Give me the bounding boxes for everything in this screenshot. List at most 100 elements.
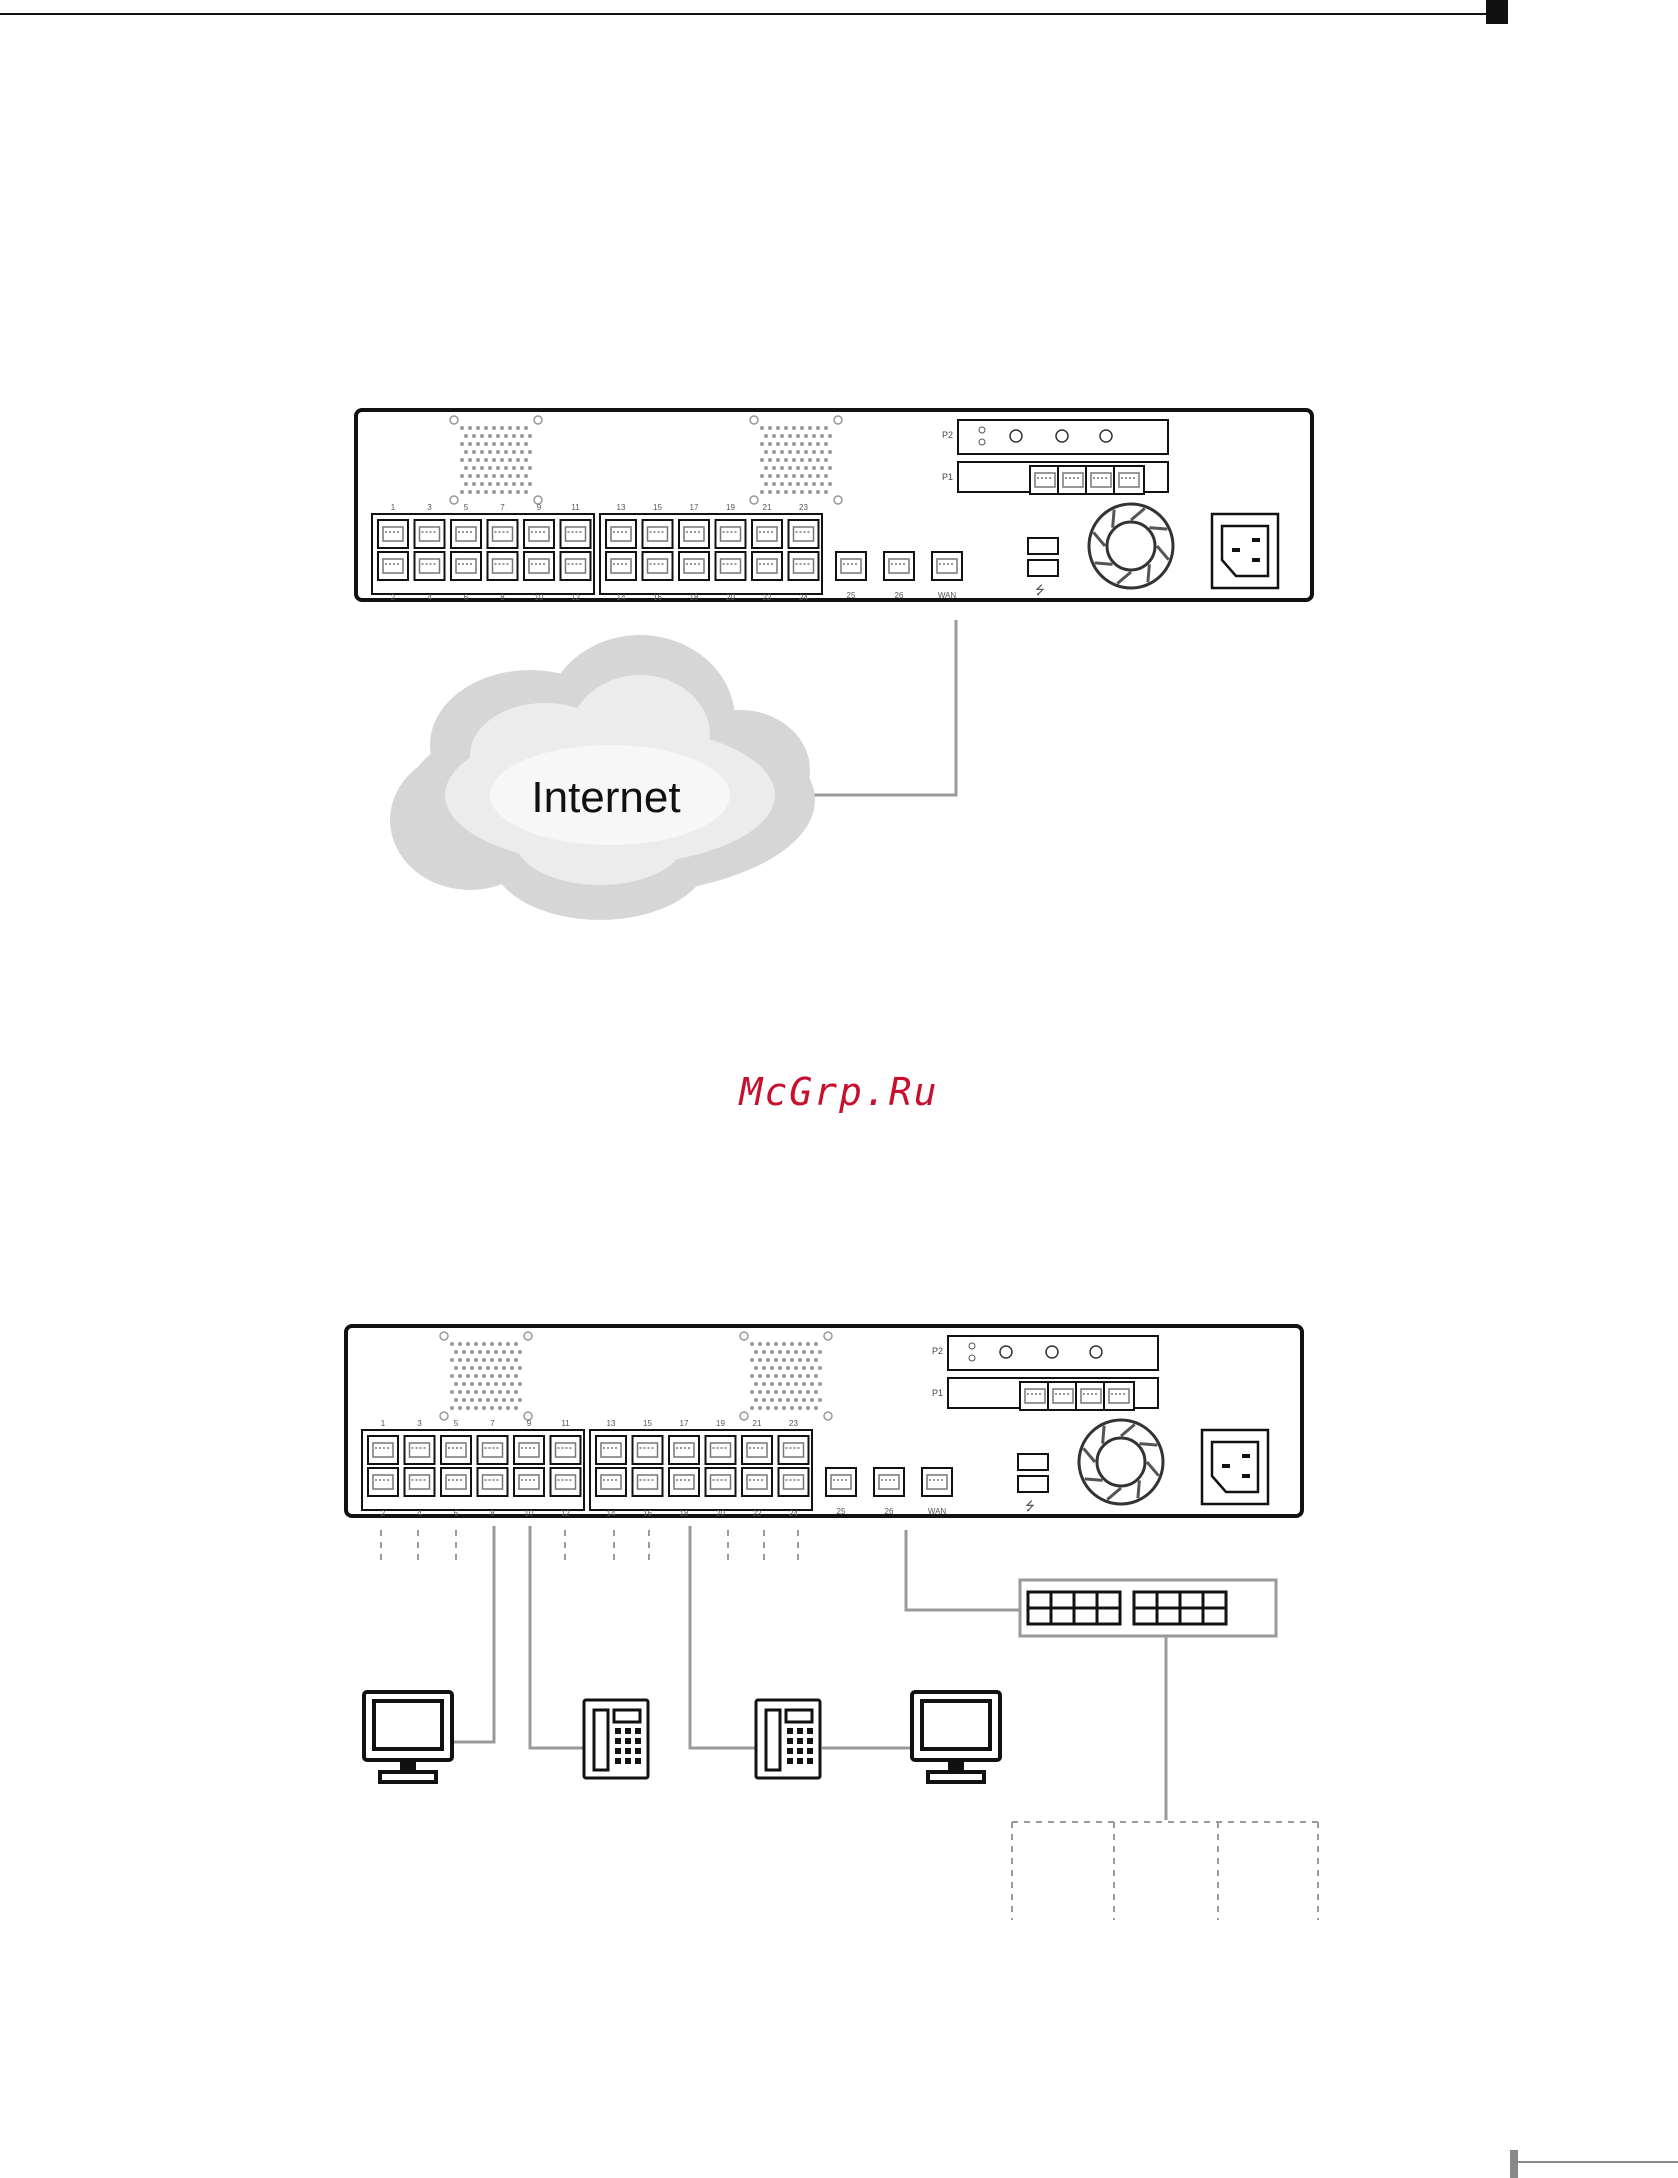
phone-icon: [756, 1700, 820, 1778]
usb-icon: ⭍: [1025, 1499, 1035, 1513]
port-number: 22: [753, 1509, 762, 1518]
rj45-port: [752, 520, 782, 548]
computer-icon: [364, 1692, 452, 1782]
port-number: WAN: [938, 591, 957, 600]
rj45-port: [551, 1436, 581, 1464]
rj45-port: [742, 1436, 772, 1464]
uplink-port: [884, 552, 914, 580]
power-inlet-icon: [1202, 1430, 1268, 1504]
rj45-port: [441, 1468, 471, 1496]
rj45-port: [415, 520, 445, 548]
port-number: 11: [571, 503, 580, 512]
port-number: 2: [391, 593, 396, 602]
rj45-port: [405, 1436, 435, 1464]
port-number: 5: [464, 503, 469, 512]
port-number: 19: [726, 503, 735, 512]
rj45-port: [596, 1436, 626, 1464]
rj45-port: [368, 1468, 398, 1496]
port-number: 21: [753, 1419, 762, 1428]
rj45-port: [706, 1468, 736, 1496]
device-rear-panel: P2P1123456789101112131415161718192021222…: [356, 410, 1312, 602]
card-label-p1: P1: [942, 472, 953, 482]
fan-icon: [1089, 504, 1173, 588]
rj45-port: [779, 1468, 809, 1496]
rj45-port: [742, 1468, 772, 1496]
computer-icon: [912, 1692, 1000, 1782]
port-number: 13: [617, 503, 626, 512]
port-number: 17: [680, 1419, 689, 1428]
watermark: McGrp.Ru: [0, 1070, 1678, 1114]
rj45-port: [415, 552, 445, 580]
port-number: 1: [381, 1419, 386, 1428]
rj45-port: [716, 552, 746, 580]
rj45-port: [633, 1436, 663, 1464]
port-number: 2: [381, 1509, 386, 1518]
rj45-port: [669, 1436, 699, 1464]
port-number: 25: [837, 1507, 846, 1516]
port-number: 8: [500, 593, 505, 602]
port-number: 19: [716, 1419, 725, 1428]
port-number: 22: [763, 593, 772, 602]
port-number: 9: [527, 1419, 532, 1428]
port-number: 15: [653, 503, 662, 512]
port-number: 18: [690, 593, 699, 602]
rj45-port: [514, 1436, 544, 1464]
switch-icon: [1020, 1580, 1276, 1636]
card-label-p2: P2: [942, 430, 953, 440]
device-rear-panel: P2P1123456789101112131415161718192021222…: [346, 1326, 1302, 1518]
card-port: [1104, 1382, 1134, 1410]
port-number: 23: [789, 1419, 798, 1428]
rj45-port: [643, 520, 673, 548]
rj45-port: [551, 1468, 581, 1496]
port-number: 6: [464, 593, 469, 602]
card-label-p1: P1: [932, 1388, 943, 1398]
usb-port: [1028, 538, 1058, 554]
rj45-port: [451, 520, 481, 548]
rj45-port: [478, 1468, 508, 1496]
card-port: [1058, 466, 1088, 494]
uplink-port: [922, 1468, 952, 1496]
port-number: 10: [535, 593, 544, 602]
rj45-port: [478, 1436, 508, 1464]
card-port: [1076, 1382, 1106, 1410]
port-number: 3: [427, 503, 432, 512]
rj45-port: [789, 520, 819, 548]
port-number: 6: [454, 1509, 459, 1518]
rj45-port: [643, 552, 673, 580]
port-number: 24: [789, 1509, 798, 1518]
port-number: 26: [895, 591, 904, 600]
rj45-port: [524, 520, 554, 548]
port-number: 14: [607, 1509, 616, 1518]
rj45-port: [752, 552, 782, 580]
port-number: 12: [571, 593, 580, 602]
rj45-port: [706, 1436, 736, 1464]
port-number: WAN: [928, 1507, 947, 1516]
unused-port-stubs: [381, 1530, 798, 1565]
card-port: [1114, 466, 1144, 494]
card-label-p2: P2: [932, 1346, 943, 1356]
rj45-port: [789, 552, 819, 580]
usb-icon: ⭍: [1035, 583, 1045, 597]
cloud-label: Internet: [531, 773, 680, 822]
card-port: [1030, 466, 1060, 494]
rj45-port: [633, 1468, 663, 1496]
internet-cloud: Internet: [390, 635, 815, 920]
rj45-port: [514, 1468, 544, 1496]
port-number: 9: [537, 503, 542, 512]
rj45-port: [378, 520, 408, 548]
downstream-dashed-tree: [1012, 1822, 1318, 1920]
phone-icon: [584, 1700, 648, 1778]
card-port: [1086, 466, 1116, 494]
wan-connection-line: [810, 620, 956, 795]
rj45-port: [405, 1468, 435, 1496]
rj45-port: [561, 520, 591, 548]
port-number: 4: [427, 593, 432, 602]
port-number: 7: [490, 1419, 495, 1428]
rj45-port: [606, 520, 636, 548]
usb-port: [1018, 1454, 1048, 1470]
port-number: 12: [561, 1509, 570, 1518]
rj45-port: [451, 552, 481, 580]
card-port: [1048, 1382, 1078, 1410]
rj45-port: [679, 520, 709, 548]
port-number: 4: [417, 1509, 422, 1518]
